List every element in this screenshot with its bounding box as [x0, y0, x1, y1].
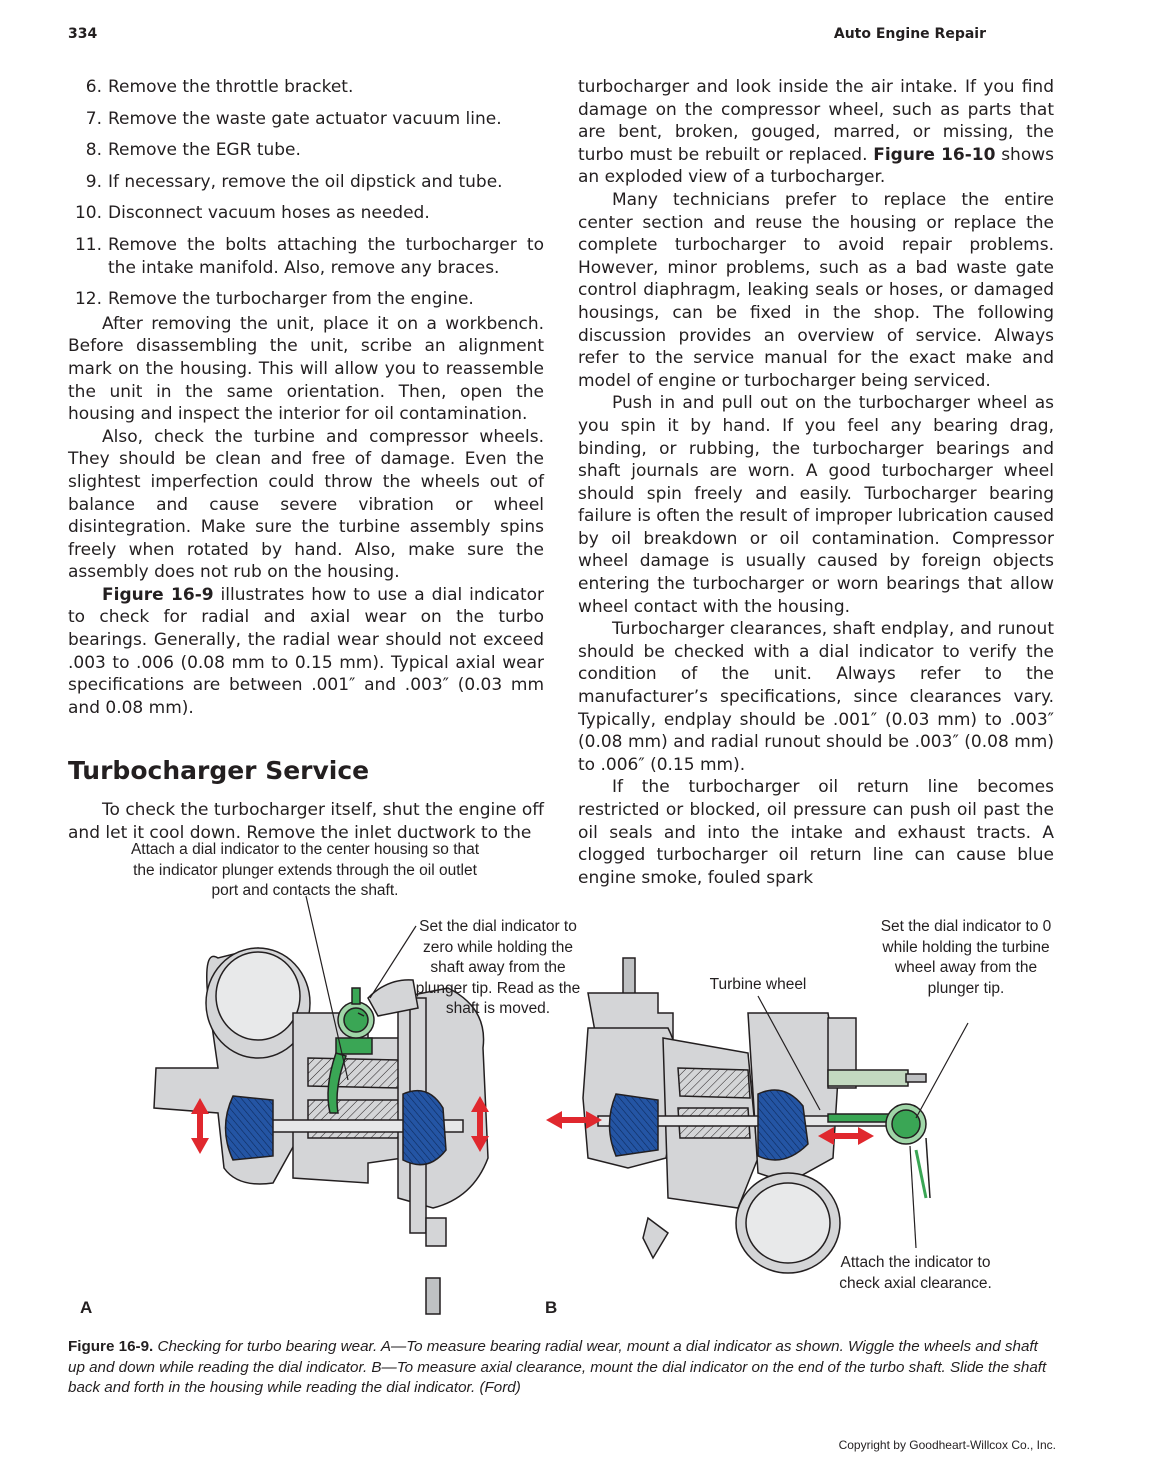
list-item: 9.If necessary, remove the oil dipstick …: [85, 171, 503, 192]
right-column: turbocharger and look inside the air int…: [578, 76, 1054, 889]
callout-zero-a: Set the dial indicator to zero while hol…: [415, 918, 581, 1017]
radial-arrow-left-a: [191, 1098, 209, 1154]
body-paragraph: turbocharger and look inside the air int…: [578, 77, 1054, 188]
list-item: 8.Remove the EGR tube.: [85, 140, 301, 161]
dial-indicator-b: [885, 1103, 931, 1199]
panel-label-a: A: [80, 1298, 93, 1317]
turbo-a: [153, 947, 489, 1315]
axial-arrow-right-b: [818, 1127, 874, 1145]
radial-arrow-right-a: [471, 1096, 489, 1152]
caption-text: Checking for turbo bearing wear. A—To me…: [68, 1338, 1047, 1396]
figure-caption: Figure 16-9. Checking for turbo bearing …: [68, 1337, 1058, 1399]
figure-16-9: Attach a dial indicator to the center ho…: [68, 838, 1056, 1318]
body-paragraph: Turbocharger clearances, shaft endplay, …: [578, 619, 1054, 775]
turbine-wheel-b: [757, 1089, 809, 1161]
copyright-footer: Copyright by Goodheart-Willcox Co., Inc.: [838, 1438, 1056, 1452]
callout-zero-b: Set the dial indicator to 0 while holdin…: [880, 918, 1052, 997]
list-item: 12.Remove the turbocharger from the engi…: [74, 289, 474, 310]
figure-reference: Figure 16-10: [873, 144, 996, 165]
body-paragraph: Push in and pull out on the turbocharger…: [578, 393, 1054, 617]
list-item: 7.Remove the waste gate actuator vacuum …: [85, 108, 502, 129]
body-paragraph: After removing the unit, place it on a w…: [68, 313, 544, 425]
compressor-wheel-a: [224, 1095, 274, 1161]
turbine-wheel-a: [402, 1090, 447, 1166]
list-item: 6.Remove the throttle bracket.: [85, 77, 354, 97]
body-paragraph: To check the turbocharger itself, shut t…: [68, 800, 544, 844]
page-number: 334: [68, 26, 98, 42]
compressor-wheel-b: [608, 1093, 659, 1157]
body-paragraph: Also, check the turbine and compressor w…: [68, 426, 544, 583]
left-column: 6.Remove the throttle bracket. 7.Remove …: [68, 76, 544, 845]
callout-center-housing: Attach a dial indicator to the center ho…: [130, 841, 480, 899]
body-paragraph: Many technicians prefer to replace the e…: [578, 189, 1054, 391]
panel-label-b: B: [545, 1298, 558, 1317]
body-paragraph: Figure 16-9 illustrates how to use a dia…: [68, 584, 544, 718]
caption-label: Figure 16-9.: [68, 1338, 154, 1355]
body-paragraph: If the turbocharger oil return line beco…: [578, 777, 1054, 888]
dial-indicator-a: [327, 987, 375, 1114]
callout-turbine-wheel: Turbine wheel: [709, 976, 807, 993]
axial-arrow-left-b: [546, 1111, 602, 1129]
list-item: 11.Remove the bolts attaching the turboc…: [74, 234, 544, 278]
turbo-illustration: [153, 895, 969, 1315]
section-heading: Turbocharger Service: [68, 756, 370, 786]
turbo-b: [582, 957, 931, 1274]
running-title: Auto Engine Repair: [833, 26, 986, 42]
list-item: 10.Disconnect vacuum hoses as needed.: [74, 203, 430, 224]
callout-axial: Attach the indicator to check axial clea…: [839, 1254, 992, 1292]
stud-bolt-a: [425, 1277, 441, 1315]
page-header: 334 Auto Engine Repair: [68, 26, 986, 46]
removal-steps-list: 6.Remove the throttle bracket. 7.Remove …: [68, 76, 544, 311]
figure-reference: Figure 16-9: [102, 584, 214, 605]
